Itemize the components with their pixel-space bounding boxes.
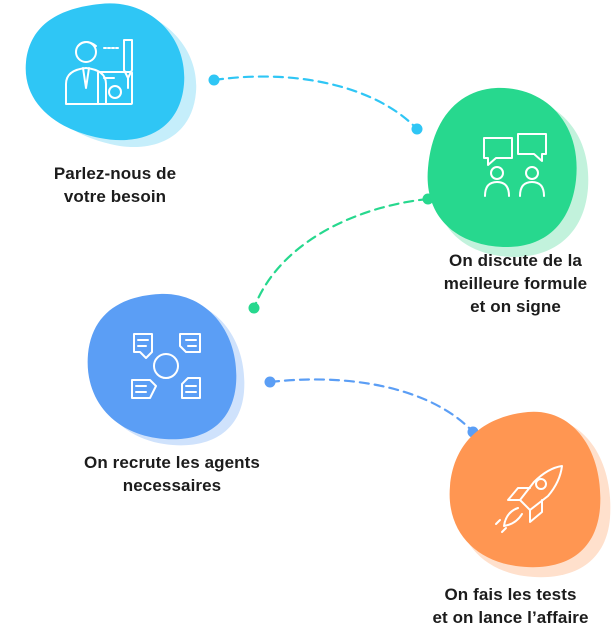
step-label-line: On recrute les agents	[84, 453, 260, 472]
step-blob-besoin	[25, 3, 197, 148]
connector-dot	[208, 74, 220, 86]
step-label-line: Parlez-nous de	[53, 164, 177, 183]
connector-discussion-recrutement	[252, 197, 430, 310]
connector-besoin-discussion	[212, 75, 419, 131]
connector-dot	[248, 302, 260, 314]
step-label-recrutement: On recrute les agents necessaires	[50, 451, 294, 497]
businessman-contract-icon	[65, 39, 133, 105]
rocket-icon	[495, 465, 563, 533]
step-label-lancement: On fais les tests et on lance l’affaire	[408, 583, 613, 629]
step-blob-discussion	[427, 87, 589, 257]
connector-dot	[411, 123, 423, 135]
step-blob-lancement	[449, 411, 611, 578]
step-label-line: et on signe	[470, 297, 561, 316]
connector-recrutement-lancement	[268, 378, 475, 434]
step-label-line: On fais les tests	[444, 585, 577, 604]
people-chat-icon	[483, 133, 547, 197]
step-label-besoin: Parlez-nous de votre besoin	[20, 162, 210, 208]
step-label-line: votre besoin	[63, 187, 167, 206]
step-label-line: meilleure formule	[443, 274, 588, 293]
step-label-line: necessaires	[122, 476, 222, 495]
step-label-line: et on lance l’affaire	[432, 608, 589, 627]
step-blob-recrutement	[87, 293, 245, 446]
connector-dot	[264, 376, 276, 388]
step-label-line: On discute de la	[449, 251, 582, 270]
teamwork-hands-icon	[131, 333, 201, 399]
step-label-discussion: On discute de la meilleure formule et on…	[418, 249, 613, 318]
